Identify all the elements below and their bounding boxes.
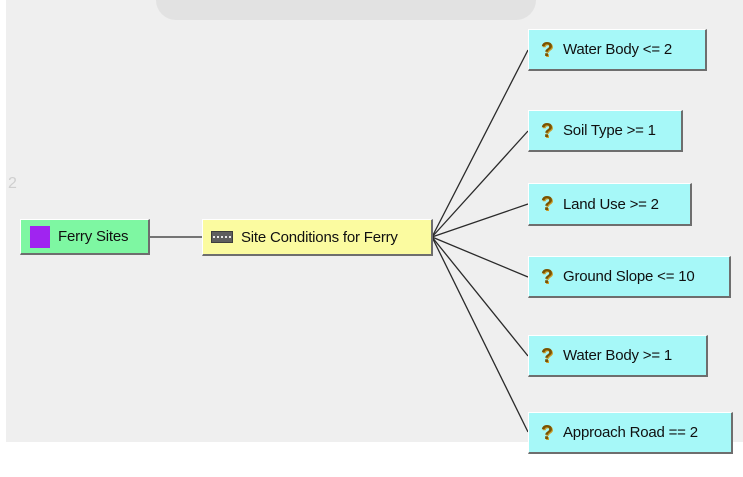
color-swatch-icon bbox=[30, 225, 50, 248]
link-operator-cond-2 bbox=[431, 130, 529, 238]
node-condition-4[interactable]: ? Ground Slope <= 10 bbox=[528, 256, 731, 298]
node-label: Ground Slope <= 10 bbox=[563, 268, 695, 285]
link-operator-cond-6 bbox=[431, 236, 529, 433]
node-ferry-sites[interactable]: Ferry Sites bbox=[20, 219, 150, 255]
node-condition-2[interactable]: ? Soil Type >= 1 bbox=[528, 110, 683, 152]
question-icon: ? bbox=[540, 119, 554, 142]
node-condition-3[interactable]: ? Land Use >= 2 bbox=[528, 183, 692, 226]
node-label: Site Conditions for Ferry bbox=[241, 228, 398, 246]
node-condition-6[interactable]: ? Approach Road == 2 bbox=[528, 412, 733, 454]
panel-shadow bbox=[156, 0, 536, 20]
node-label: Water Body <= 2 bbox=[563, 41, 673, 58]
question-icon: ? bbox=[540, 38, 554, 61]
node-label: Land Use >= 2 bbox=[563, 195, 659, 213]
node-site-conditions[interactable]: Site Conditions for Ferry bbox=[202, 219, 433, 256]
question-icon: ? bbox=[540, 265, 554, 288]
node-label: Approach Road == 2 bbox=[563, 424, 698, 441]
faint-mark: 2 bbox=[8, 175, 17, 192]
node-label: Ferry Sites bbox=[58, 228, 129, 245]
link-operator-cond-5 bbox=[431, 236, 529, 357]
node-condition-5[interactable]: ? Water Body >= 1 bbox=[528, 335, 708, 377]
link-operator-cond-3 bbox=[431, 203, 529, 238]
link-operator-cond-4 bbox=[431, 236, 529, 278]
question-icon: ? bbox=[540, 193, 554, 215]
node-label: Water Body >= 1 bbox=[563, 347, 673, 364]
node-label: Soil Type >= 1 bbox=[563, 122, 656, 139]
question-icon: ? bbox=[540, 421, 554, 444]
node-condition-1[interactable]: ? Water Body <= 2 bbox=[528, 29, 707, 71]
link-operator-cond-1 bbox=[431, 49, 529, 238]
question-icon: ? bbox=[540, 344, 554, 367]
operator-icon bbox=[211, 231, 233, 243]
